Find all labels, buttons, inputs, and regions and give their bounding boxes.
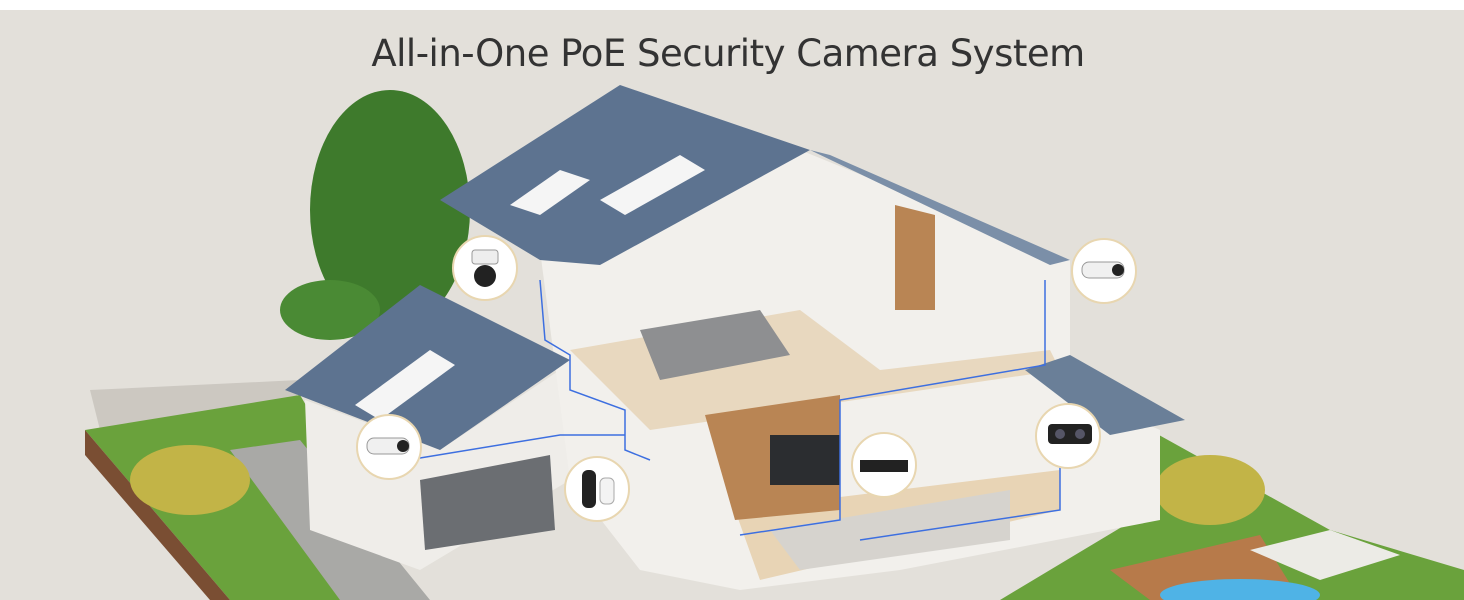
garage-wall xyxy=(305,370,570,570)
nvr-recorder-icon[interactable] xyxy=(851,432,917,498)
illustration: All-in-One PoE Security Camera System xyxy=(0,10,1464,600)
dual-lens-camera-icon[interactable] xyxy=(1035,403,1101,469)
wood-wall-upper xyxy=(895,205,935,310)
sofa xyxy=(770,490,1010,570)
tv xyxy=(770,435,840,485)
main-roof-right xyxy=(810,150,1070,265)
bullet-camera-garage-icon[interactable] xyxy=(356,414,422,480)
skylight xyxy=(600,155,705,215)
umbrella xyxy=(1250,530,1400,580)
video-doorbell-icon[interactable] xyxy=(564,456,630,522)
page-title: All-in-One PoE Security Camera System xyxy=(371,32,1085,75)
camera-bubbles xyxy=(356,235,1137,522)
skylight xyxy=(355,350,455,420)
bushes-right xyxy=(1155,455,1265,525)
main-roof-left xyxy=(440,85,810,265)
skylight xyxy=(510,170,590,215)
pool xyxy=(1160,579,1320,600)
porch-roof xyxy=(1025,355,1185,435)
ptz-dome-camera-icon[interactable] xyxy=(452,235,518,301)
bushes-left xyxy=(130,445,250,515)
house-illustration xyxy=(85,85,1464,600)
bullet-camera-right-icon[interactable] xyxy=(1071,238,1137,304)
garage-opening xyxy=(420,455,555,550)
bed xyxy=(640,310,790,380)
tree-foliage xyxy=(280,280,380,340)
tree xyxy=(310,90,470,330)
soil-edge xyxy=(85,430,230,600)
